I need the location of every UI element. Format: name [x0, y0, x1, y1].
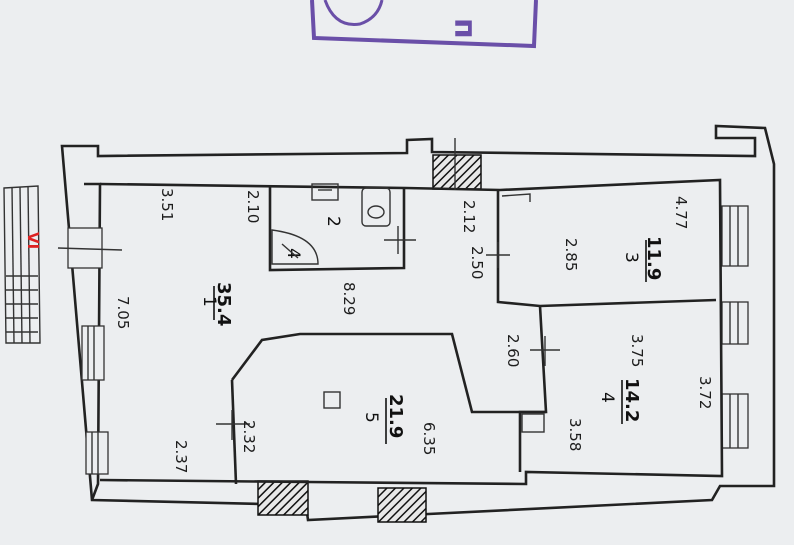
room-4-label: 4 14.2 — [597, 378, 642, 424]
room-number: 4 — [597, 392, 617, 403]
dim-2-85: 2.85 — [562, 238, 580, 271]
room-area: 14.2 — [621, 378, 642, 422]
dim-2-12: 2.12 — [460, 200, 478, 233]
vent-blocks — [257, 154, 482, 523]
dim-3-58: 3.58 — [566, 418, 584, 451]
dim-6-35: 6.35 — [420, 422, 438, 455]
room-1-label: 1 35.4 — [199, 282, 234, 326]
dim-3-75: 3.75 — [628, 334, 646, 367]
dim-2-60: 2.60 — [504, 334, 522, 367]
bathroom-fixtures: 4 — [271, 183, 391, 265]
interior-walls — [99, 178, 724, 486]
column-marker — [323, 391, 341, 409]
door-ticks — [57, 138, 560, 440]
room-2-label: 2 — [323, 216, 343, 227]
windows-right — [721, 205, 749, 449]
room-number: 2 — [323, 216, 343, 227]
room-5-label: 5 21.9 — [361, 394, 406, 444]
stamp-letter: п — [447, 18, 482, 39]
dimension-labels: 3.51 2.10 2.12 4.77 7.05 8.29 2.50 2.85 … — [114, 188, 714, 473]
room-number: 5 — [361, 412, 381, 423]
stove-icon — [271, 229, 319, 265]
staircase-label: VI — [24, 232, 42, 249]
dim-2-32: 2.32 — [240, 420, 258, 453]
dim-2-50: 2.50 — [468, 246, 486, 279]
room-area: 35.4 — [213, 282, 234, 326]
windows-left — [67, 227, 109, 475]
dim-2-37: 2.37 — [172, 440, 190, 473]
room-area: 11.9 — [643, 236, 664, 280]
room-area: 21.9 — [385, 394, 406, 438]
dim-4-77: 4.77 — [672, 196, 690, 229]
room-3-label: 3 11.9 — [621, 236, 664, 282]
dim-3-72: 3.72 — [696, 376, 714, 409]
stamp: п — [310, 0, 538, 49]
dim-2-10: 2.10 — [244, 190, 262, 223]
dim-8-29: 8.29 — [340, 282, 358, 315]
room-number: 3 — [621, 252, 641, 263]
staircase: VI — [3, 185, 42, 344]
dim-7-05: 7.05 — [114, 296, 132, 329]
room-number: 1 — [199, 296, 219, 307]
dim-3-51: 3.51 — [158, 188, 176, 221]
